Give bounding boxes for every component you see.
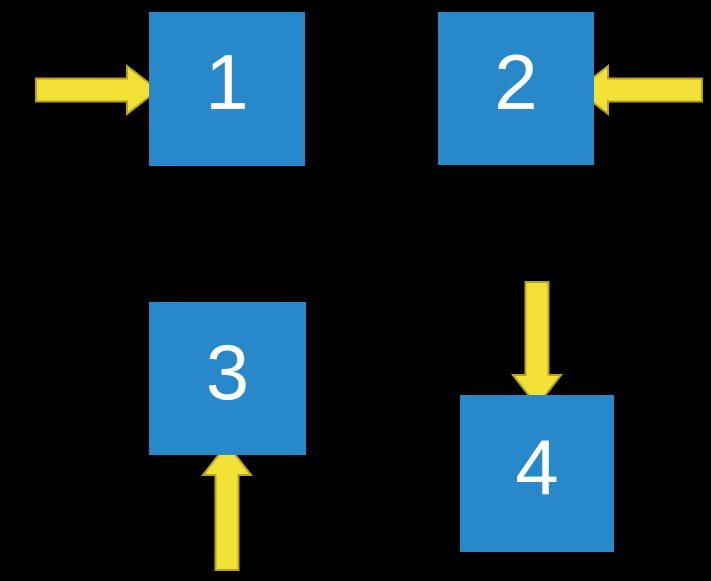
- box-label: 1: [205, 38, 249, 126]
- arrow-left-to-box-2-icon: [575, 63, 703, 117]
- box-2[interactable]: 2: [438, 12, 594, 165]
- box-3[interactable]: 3: [149, 302, 306, 455]
- arrow-right-to-box-1-icon: [35, 63, 160, 117]
- arrow-up-to-box-3-icon: [200, 442, 254, 571]
- box-label: 2: [494, 37, 538, 126]
- box-label: 4: [515, 422, 559, 511]
- box-4[interactable]: 4: [460, 395, 614, 552]
- box-label: 3: [205, 327, 250, 416]
- box-1[interactable]: 1: [149, 12, 305, 166]
- arrow-down-to-box-4-icon: [510, 281, 564, 408]
